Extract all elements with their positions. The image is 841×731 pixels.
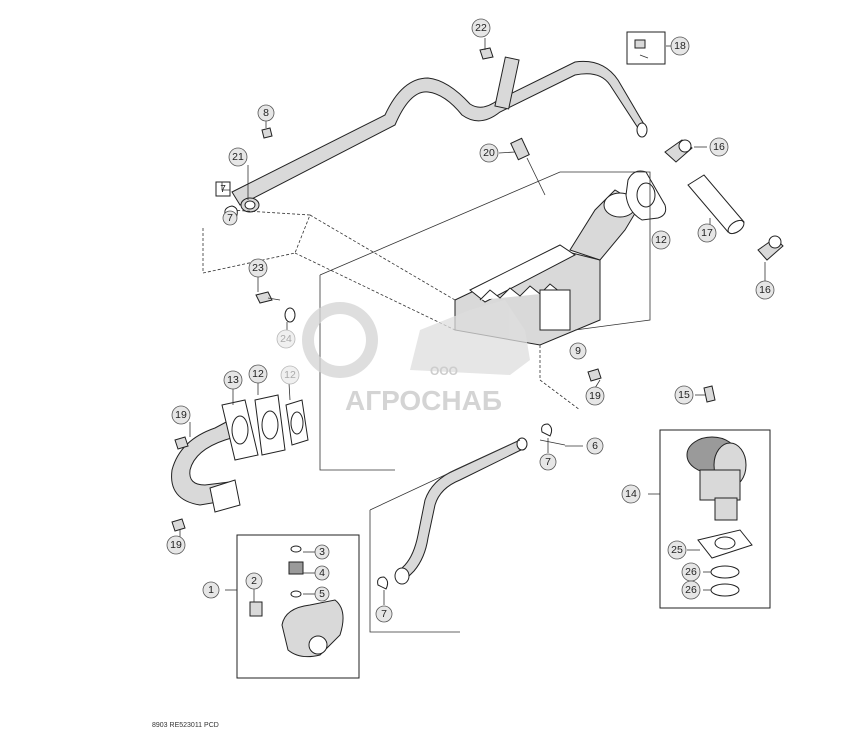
svg-text:6: 6 (592, 440, 598, 452)
box-label-7-text: 7 (220, 184, 226, 195)
callout-2: 2 (245, 572, 263, 590)
svg-text:5: 5 (319, 588, 325, 600)
callout-7-top: 7 (222, 210, 238, 226)
callout-15: 15 (674, 385, 694, 405)
gear-logo-icon (302, 302, 378, 378)
svg-text:20: 20 (483, 147, 495, 159)
callout-12-left: 12 (248, 364, 268, 384)
callout-16-top: 16 (709, 137, 729, 157)
callout-12-upper: 12 (651, 230, 671, 250)
svg-text:12: 12 (284, 369, 296, 381)
svg-text:19: 19 (170, 539, 182, 551)
callout-6: 6 (586, 437, 604, 455)
svg-text:23: 23 (252, 262, 264, 274)
svg-text:7: 7 (381, 608, 387, 620)
crossover-pipe (231, 56, 648, 213)
bolts (171, 47, 716, 590)
svg-text:19: 19 (175, 409, 187, 421)
callout-26-top: 26 (681, 562, 701, 582)
fitting-assembly (236, 534, 360, 679)
egr-tube-lower (394, 437, 528, 585)
callout-26-bottom: 26 (681, 580, 701, 600)
drawing-reference: 8903 RE523011 PCD (152, 722, 219, 729)
svg-text:25: 25 (671, 544, 683, 556)
svg-text:24: 24 (280, 333, 292, 345)
watermark: ООО АГРОСНАБ (302, 300, 530, 416)
svg-text:19: 19 (589, 390, 601, 402)
svg-text:16: 16 (713, 141, 725, 153)
leader-lines (179, 38, 766, 605)
svg-text:22: 22 (475, 22, 487, 34)
callout-19-right: 19 (585, 386, 605, 406)
part-18-box (626, 31, 666, 65)
svg-text:3: 3 (319, 546, 325, 558)
svg-text:15: 15 (678, 389, 690, 401)
hose-assembly (664, 139, 784, 261)
svg-text:13: 13 (227, 374, 239, 386)
svg-text:18: 18 (674, 40, 686, 52)
watermark-large-text: АГРОСНАБ (345, 385, 502, 416)
svg-text:2: 2 (251, 575, 257, 587)
svg-text:7: 7 (227, 212, 233, 224)
callout-12-faded: 12 (280, 365, 300, 385)
svg-text:21: 21 (232, 151, 244, 163)
outline-lines (202, 171, 651, 633)
callout-13: 13 (223, 370, 243, 390)
callout-8: 8 (257, 104, 275, 122)
elbow-pipe (171, 399, 259, 513)
tractor-logo-icon (410, 300, 530, 375)
svg-text:17: 17 (701, 227, 713, 239)
svg-text:4: 4 (319, 567, 325, 579)
temperature-sensor (510, 137, 546, 196)
box-label-7: 7 (215, 181, 231, 197)
callout-9: 9 (569, 342, 587, 360)
svg-text:8: 8 (263, 107, 269, 119)
callout-21: 21 (228, 147, 248, 167)
callout-19-lower-left: 19 (166, 535, 186, 555)
callout-23: 23 (248, 258, 268, 278)
callout-3: 3 (314, 544, 330, 560)
callout-25: 25 (667, 540, 687, 560)
svg-text:1: 1 (208, 584, 214, 596)
callout-24: 24 (276, 329, 296, 349)
callout-14: 14 (621, 484, 641, 504)
callout-19-upper-left: 19 (171, 405, 191, 425)
watermark-small-text: ООО (430, 364, 458, 378)
svg-text:14: 14 (625, 488, 637, 500)
callout-18: 18 (670, 36, 690, 56)
svg-text:26: 26 (685, 566, 697, 578)
svg-text:7: 7 (545, 456, 551, 468)
callout-16-bottom: 16 (755, 280, 775, 300)
svg-text:12: 12 (252, 368, 264, 380)
svg-text:9: 9 (575, 345, 581, 357)
callout-17: 17 (697, 223, 717, 243)
callout-7-mid: 7 (539, 453, 557, 471)
callout-22: 22 (471, 18, 491, 38)
svg-text:12: 12 (655, 234, 667, 246)
callout-7-bottom: 7 (375, 605, 393, 623)
callout-4: 4 (314, 565, 330, 581)
svg-text:26: 26 (685, 584, 697, 596)
callout-20: 20 (479, 143, 499, 163)
svg-text:16: 16 (759, 284, 771, 296)
egr-valve (659, 429, 771, 609)
callout-5: 5 (314, 586, 330, 602)
callout-1: 1 (202, 581, 220, 599)
gasket-pair (254, 394, 309, 456)
